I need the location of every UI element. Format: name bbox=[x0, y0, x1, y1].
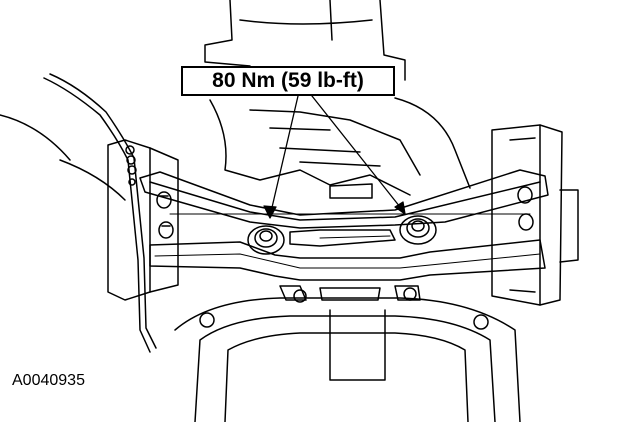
shift-cable bbox=[43, 73, 157, 353]
leader-left bbox=[269, 95, 299, 217]
left-frame-rail bbox=[107, 139, 179, 301]
bolt-left bbox=[247, 225, 285, 255]
torque-callout: 80 Nm (59 lb-ft) bbox=[181, 66, 395, 96]
engine-outline bbox=[0, 0, 471, 201]
bolt-right bbox=[399, 215, 437, 245]
transmission-crossmember bbox=[139, 169, 549, 229]
figure-id: A0040935 bbox=[12, 372, 85, 389]
callout-leaders bbox=[263, 95, 406, 219]
lower-brackets bbox=[279, 285, 421, 303]
leader-right bbox=[311, 95, 405, 213]
torque-label: 80 Nm (59 lb-ft) bbox=[212, 69, 364, 92]
right-frame-rail bbox=[491, 124, 579, 306]
lower-beam bbox=[149, 239, 546, 281]
mount-blocks bbox=[289, 183, 396, 247]
arrow-head-right-icon bbox=[394, 201, 406, 215]
arrow-head-left-icon bbox=[263, 205, 277, 219]
exhaust-tunnel bbox=[174, 297, 521, 422]
